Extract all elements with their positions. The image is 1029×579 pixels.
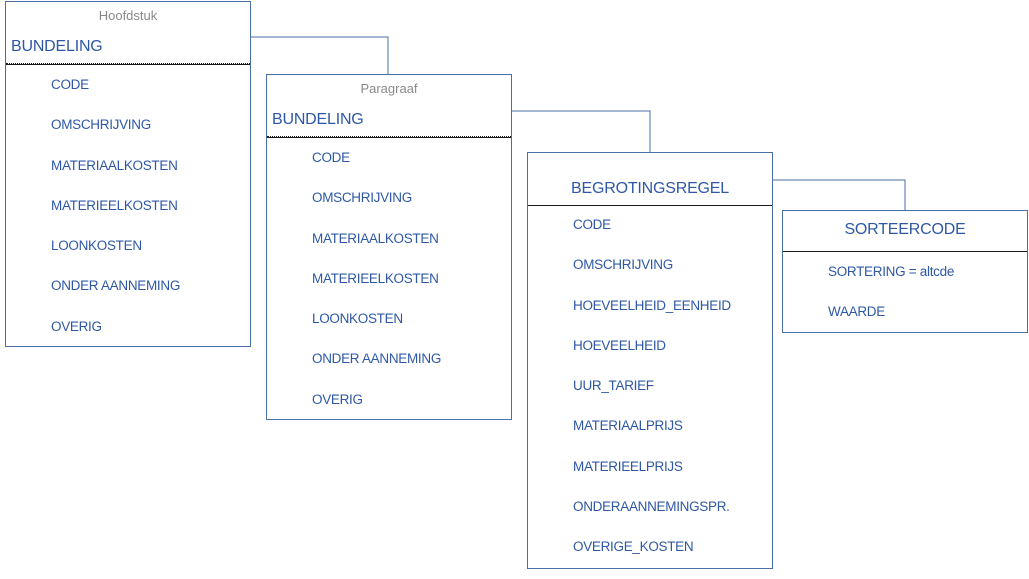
entity-name: BUNDELING (272, 111, 364, 128)
header-separator (6, 63, 250, 65)
attribute: ONDER AANNEMING (51, 278, 181, 294)
attribute-list: CODE OMSCHRIJVING MATERIAALKOSTEN MATERI… (51, 76, 180, 358)
attribute: OVERIG (51, 318, 102, 334)
entity-caption: Hoofdstuk (98, 8, 158, 23)
attribute-list: CODE OMSCHRIJVING MATERIAALKOSTEN MATERI… (312, 149, 441, 431)
attribute: LOONKOSTEN (51, 238, 142, 254)
attribute: OVERIGE_KOSTEN (573, 539, 694, 555)
attribute: CODE (51, 77, 89, 92)
attribute: CODE (312, 150, 350, 165)
header-separator (267, 136, 511, 138)
attribute: MATERIAALKOSTEN (312, 230, 439, 246)
attribute: LOONKOSTEN (312, 311, 403, 327)
attribute: MATERIEELPRIJS (573, 458, 683, 474)
attribute: ONDER AANNEMING (312, 351, 442, 367)
relation-hoofdstuk-paragraaf (250, 36, 389, 74)
attribute: UUR_TARIEF (573, 378, 654, 394)
attribute: CODE (573, 217, 611, 232)
header-separator (783, 251, 1027, 252)
attribute: OVERIG (312, 391, 363, 407)
attribute-list: SORTERING = altcde WAARDE (828, 263, 954, 344)
attribute: WAARDE (828, 304, 885, 320)
entity-begrotingsregel[interactable]: BEGROTINGSREGEL CODE OMSCHRIJVING HOEVEE… (527, 152, 773, 569)
entity-hoofdstuk[interactable]: Hoofdstuk BUNDELING CODE OMSCHRIJVING MA… (5, 1, 251, 347)
attribute: MATERIEELKOSTEN (312, 270, 439, 286)
attribute: OMSCHRIJVING (312, 190, 412, 206)
attribute-list: CODE OMSCHRIJVING HOEVEELHEID_EENHEID HO… (573, 216, 731, 579)
relation-paragraaf-begrotingsregel (511, 110, 651, 152)
entity-name: BEGROTINGSREGEL (571, 180, 729, 197)
attribute: OMSCHRIJVING (573, 257, 673, 273)
entity-caption: Paragraaf (360, 81, 418, 96)
attribute: HOEVEELHEID_EENHEID (573, 297, 731, 313)
header-separator (528, 205, 772, 206)
relation-begrotingsregel-sorteercode (772, 179, 906, 210)
entity-name: SORTEERCODE (844, 221, 966, 238)
attribute: SORTERING = altcde (828, 264, 955, 279)
attribute: HOEVEELHEID (573, 337, 666, 353)
entity-sorteercode[interactable]: SORTEERCODE SORTERING = altcde WAARDE (782, 210, 1028, 333)
attribute: MATERIAALKOSTEN (51, 157, 178, 173)
attribute: ONDERAANNEMINGSPR. (573, 499, 730, 515)
entity-name: BUNDELING (11, 38, 103, 55)
entity-paragraaf[interactable]: Paragraaf BUNDELING CODE OMSCHRIJVING MA… (266, 74, 512, 420)
attribute: MATERIAALPRIJS (573, 418, 683, 434)
attribute: OMSCHRIJVING (51, 117, 151, 133)
attribute: MATERIEELKOSTEN (51, 197, 178, 213)
